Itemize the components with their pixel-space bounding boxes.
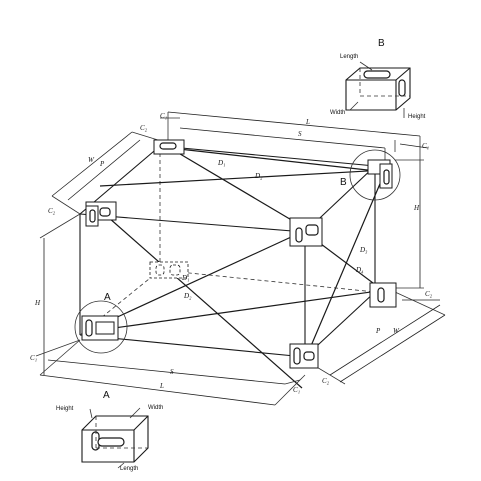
inset-b-side-hole	[398, 79, 406, 97]
diagonal-bottom-back	[99, 289, 386, 331]
label-w-right: W	[393, 327, 400, 335]
callout-circle-b	[349, 149, 401, 201]
front-top-edge	[79, 213, 306, 233]
dim-line-p-left	[67, 139, 141, 201]
inset-a-height-label: Height	[56, 406, 74, 412]
label-c1-bottom: C₁	[293, 386, 300, 394]
fitting-top-front-left	[85, 201, 117, 227]
corner-fittings	[81, 139, 397, 369]
dim-line-p-right	[329, 304, 441, 376]
label-c2-right: C₂	[425, 290, 433, 298]
label-d4-right: D₄	[355, 266, 364, 274]
label-d2-mid: D₂	[183, 292, 192, 300]
label-p-left: P	[99, 160, 105, 168]
label-c1-top-right: C₁	[422, 142, 429, 150]
diagonal-d1-mid	[99, 209, 303, 389]
label-c2-top-left: C₂	[140, 124, 148, 132]
inset-b-length-label: Length	[340, 54, 358, 60]
label-d2-top: D₂	[254, 172, 263, 180]
callout-label-a: A	[104, 292, 111, 303]
label-h-left: H	[34, 299, 41, 307]
dimension-labels: C₁ C₂ C₁ C₂ C₁ C₁ C₂ C₂ L S W P H H L S …	[30, 112, 433, 394]
label-l-top: L	[305, 118, 310, 126]
diagonal-d4-right	[304, 171, 386, 361]
fitting-bottom-front-left	[81, 315, 119, 341]
label-c1-top-left: C₁	[160, 112, 167, 120]
label-p-right: P	[375, 327, 381, 335]
inset-b-letter: B	[378, 38, 385, 49]
dim-line-w-left	[51, 131, 133, 197]
inset-a-front-hole	[97, 437, 125, 447]
inset-b-top-hole	[363, 70, 391, 79]
dimension-lines	[35, 111, 446, 406]
dim-line-w-right	[339, 314, 446, 383]
dim-line-s-bottom	[47, 359, 286, 385]
label-c2-left: C₂	[48, 207, 56, 215]
inset-b: B Length Width Height	[330, 38, 426, 120]
inset-a-letter: A	[103, 390, 110, 401]
diagonal-labels: D₁ D₂ D₁ D₂ D₃ D₄	[181, 159, 368, 300]
inset-b-width-label: Width	[330, 110, 345, 116]
inset-b-height-label: Height	[408, 114, 426, 120]
fitting-top-back-left	[153, 139, 185, 155]
fitting-bottom-back-left	[149, 261, 189, 279]
inset-a: A Height Width Length	[56, 390, 163, 472]
diagonals	[99, 147, 386, 389]
label-s-bottom: S	[170, 368, 174, 376]
fitting-top-front-right	[289, 217, 323, 247]
fitting-bottom-front-right	[289, 343, 319, 369]
dim-line-l-top	[167, 111, 421, 137]
label-c2-bottom: C₂	[322, 377, 330, 385]
fitting-top-back-right	[367, 159, 393, 189]
inset-a-width-label: Width	[148, 405, 163, 411]
label-d1-mid: D₁	[181, 274, 190, 282]
diagonal-d1-top	[169, 147, 306, 229]
fitting-bottom-back-right	[369, 282, 397, 308]
dim-line-l-bottom	[39, 374, 276, 406]
diagonal-d2-top	[99, 169, 386, 187]
label-c1-left: C₁	[30, 354, 37, 362]
label-h-right: H	[413, 204, 420, 212]
label-l-bottom: L	[159, 382, 164, 390]
label-w-left: W	[88, 156, 95, 164]
label-d3-right: D₃	[359, 246, 368, 254]
diagonal-d2-mid	[99, 231, 303, 326]
top-back-edge	[159, 145, 376, 167]
callout-label-b: B	[340, 177, 347, 188]
diagonal-top-back	[169, 147, 386, 173]
hidden-back-bottom-edge	[159, 269, 376, 293]
dim-line-s-top	[179, 127, 386, 149]
label-s-top: S	[298, 130, 302, 138]
inset-a-length-label: Length	[120, 466, 138, 472]
callout-circle-a	[74, 300, 128, 354]
label-d1-top: D₁	[217, 159, 226, 167]
